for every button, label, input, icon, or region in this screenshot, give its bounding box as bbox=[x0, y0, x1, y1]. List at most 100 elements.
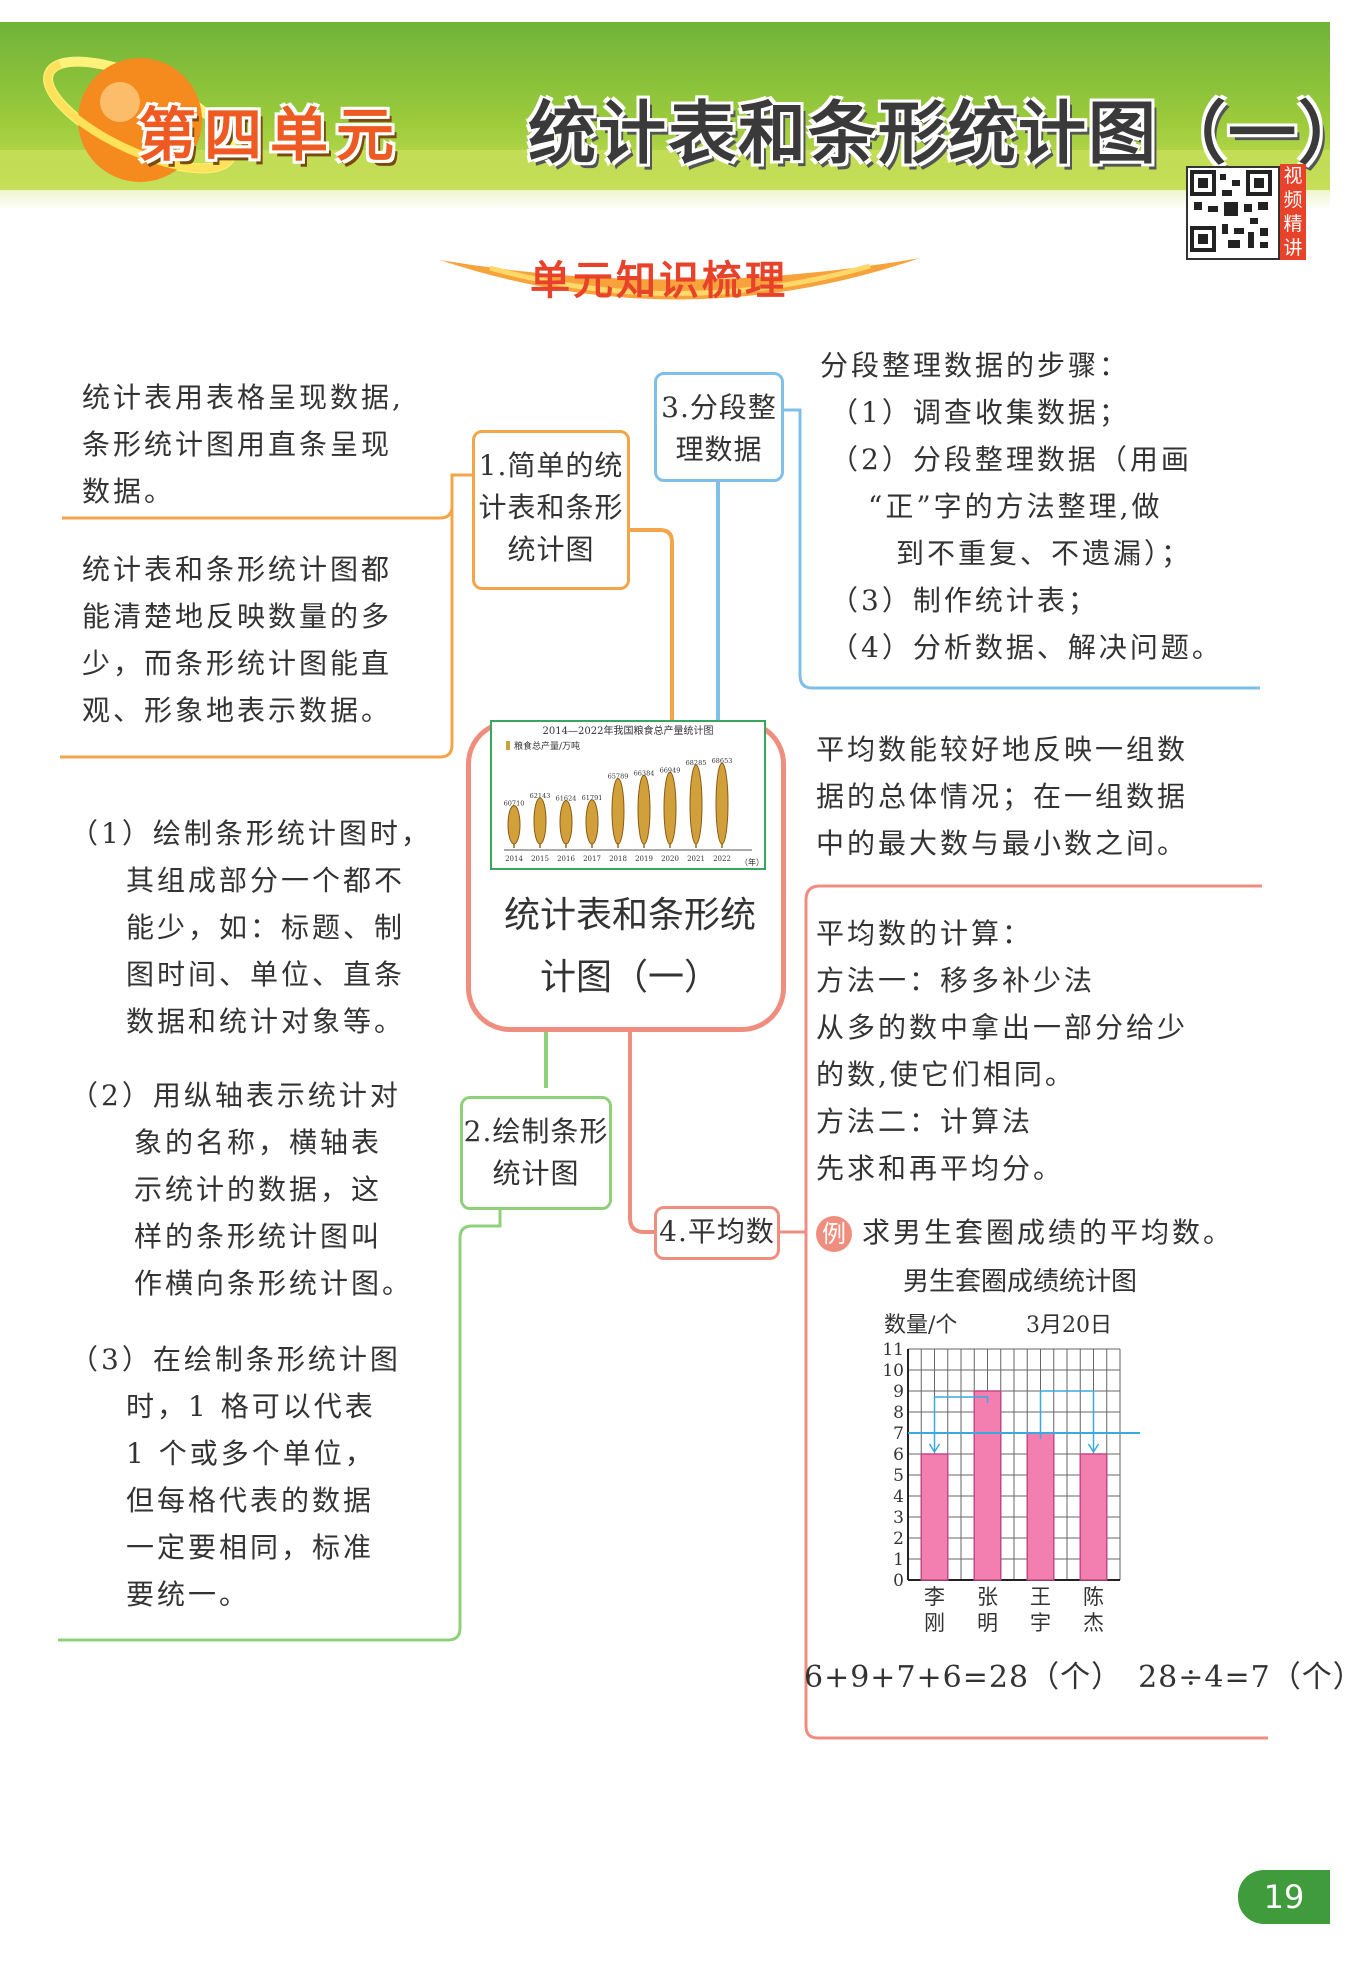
x-tick-label: 杰 bbox=[1083, 1611, 1104, 1635]
grain-value-label: 65789 bbox=[608, 772, 629, 780]
branch-3-label: 3.分段整理数据 bbox=[661, 391, 777, 466]
n6-line: （1）调查收集数据； bbox=[830, 396, 1130, 429]
n6-line: “正”字的方法整理,做 bbox=[868, 490, 1163, 523]
x-tick-label: 张 bbox=[977, 1585, 998, 1609]
n3-line: 图时间、单位、直条 bbox=[126, 958, 406, 991]
n8-line: 先求和再平均分。 bbox=[816, 1152, 1065, 1185]
score-bar bbox=[920, 1453, 949, 1581]
score-chart-title: 男生套圈成绩统计图 bbox=[903, 1267, 1137, 1297]
n4-line: 作横向条形统计图。 bbox=[134, 1267, 414, 1300]
n4-line: （2）用纵轴表示统计对 bbox=[70, 1079, 401, 1112]
note-6: 分段整理数据的步骤： （1）调查收集数据； （2）分段整理数据（用画 “正”字的方法整… bbox=[820, 342, 1280, 671]
n5-line: 要统一。 bbox=[126, 1578, 251, 1611]
y-tick-label: 8 bbox=[893, 1403, 904, 1423]
n8-line: 平均数的计算： bbox=[816, 917, 1034, 950]
grain-value-label: 62143 bbox=[530, 792, 551, 800]
grain-year-label: 2014 bbox=[505, 855, 523, 863]
branch-4-label: 4.平均数 bbox=[659, 1215, 775, 1248]
n4-line: 样的条形统计图叫 bbox=[134, 1220, 383, 1253]
grain-bar bbox=[689, 764, 703, 845]
note-2: 统计表和条形统计图都能清楚地反映数量的多少，而条形统计图能直观、形象地表示数据。 bbox=[82, 546, 442, 734]
grain-bar bbox=[637, 774, 651, 845]
grain-bar bbox=[585, 799, 599, 845]
grain-year-label: 2015 bbox=[531, 855, 549, 863]
y-tick-label: 9 bbox=[893, 1382, 904, 1402]
grain-value-label: 66384 bbox=[634, 769, 655, 777]
grain-bar bbox=[559, 800, 573, 845]
n3-line: 数据和统计对象等。 bbox=[126, 1005, 406, 1038]
score-bar bbox=[973, 1390, 1002, 1581]
n8-line: 方法二：计算法 bbox=[816, 1105, 1034, 1138]
branch-1-box[interactable]: 1.简单的统计表和条形统计图 bbox=[472, 430, 630, 590]
n6-line: 到不重复、不遗漏）； bbox=[896, 537, 1193, 570]
n5-line: 1 个或多个单位， bbox=[126, 1437, 376, 1470]
page-number: 19 bbox=[1238, 1870, 1330, 1924]
n5-line: 但每格代表的数据 bbox=[126, 1484, 375, 1517]
grain-year-label: 2017 bbox=[583, 855, 601, 863]
grain-year-label: 2022 bbox=[713, 855, 731, 863]
n7-line: 中的最大数与最小数之间。 bbox=[816, 827, 1189, 860]
n3-line: （1）绘制条形统计图时， bbox=[70, 817, 432, 850]
grain-bar bbox=[715, 762, 729, 845]
branch-4-box[interactable]: 4.平均数 bbox=[654, 1206, 780, 1260]
n7-line: 据的总体情况；在一组数据 bbox=[816, 780, 1189, 813]
x-tick-label: 明 bbox=[977, 1611, 998, 1635]
grain-chart-title: 2014—2022年我国粮食总产量统计图 bbox=[543, 724, 714, 737]
grain-year-label: 2019 bbox=[635, 855, 653, 863]
y-tick-label: 7 bbox=[893, 1424, 904, 1444]
n6-line: （2）分段整理数据（用画 bbox=[830, 443, 1192, 476]
n8-line: 从多的数中拿出一部分给少 bbox=[816, 1011, 1189, 1044]
example-text: 求男生套圈成绩的平均数。 bbox=[862, 1216, 1235, 1249]
y-tick-label: 11 bbox=[882, 1340, 904, 1360]
branch-3-box[interactable]: 3.分段整理数据 bbox=[654, 372, 784, 482]
n5-line: 一定要相同，标准 bbox=[126, 1531, 375, 1564]
n6-line: 分段整理数据的步骤： bbox=[820, 349, 1131, 382]
y-tick-label: 3 bbox=[893, 1508, 904, 1528]
n4-line: 示统计的数据，这 bbox=[134, 1173, 383, 1206]
unit-title: 第四单元 bbox=[138, 101, 403, 169]
y-tick-label: 1 bbox=[893, 1550, 904, 1570]
n1-line: 统计表用表格呈现数据, bbox=[82, 381, 404, 414]
grain-chart-legend: 粮食总产量/万吨 bbox=[514, 740, 580, 752]
grain-year-label: 2021 bbox=[687, 855, 705, 863]
arrow-head-icon bbox=[928, 1443, 941, 1454]
section-title: 单元知识梳理 bbox=[530, 258, 788, 304]
y-tick-label: 10 bbox=[882, 1361, 904, 1381]
y-tick-label: 6 bbox=[893, 1445, 904, 1465]
note-4: （2）用纵轴表示统计对象的名称，横轴表示统计的数据，这样的条形统计图叫作横向条形… bbox=[70, 1072, 450, 1307]
grain-value-label: 68653 bbox=[712, 757, 733, 765]
y-tick-label: 2 bbox=[893, 1529, 904, 1549]
grain-year-label: 2020 bbox=[661, 855, 679, 863]
transfer-arrow bbox=[933, 1396, 989, 1450]
y-tick-label: 4 bbox=[893, 1487, 904, 1507]
x-tick-label: 李 bbox=[924, 1585, 945, 1609]
center-title: 统计表和条形统计图（一） bbox=[503, 895, 756, 998]
n2-line: 观、形象地表示数据。 bbox=[82, 694, 393, 727]
n3-line: 其组成部分一个都不 bbox=[126, 864, 406, 897]
score-bar bbox=[1026, 1432, 1055, 1581]
note-5: （3）在绘制条形统计图时，1 格可以代表 1 个或多个单位， 但每格代表的数据一定要… bbox=[70, 1336, 450, 1618]
branch-2-label: 2.绘制条形统计图 bbox=[463, 1115, 609, 1190]
n1-line: 数据。 bbox=[82, 475, 176, 508]
y-tick-label: 0 bbox=[893, 1571, 904, 1591]
n8-line: 方法一：移多补少法 bbox=[816, 964, 1096, 997]
arrow-head-icon bbox=[1087, 1443, 1100, 1454]
n5-line: （3）在绘制条形统计图 bbox=[70, 1343, 401, 1376]
note-3: （1）绘制条形统计图时，其组成部分一个都不能少，如：标题、制图时间、单位、直条数… bbox=[70, 810, 450, 1045]
grain-year-label: 2016 bbox=[557, 855, 575, 863]
note-7: 平均数能较好地反映一组数据的总体情况；在一组数据中的最大数与最小数之间。 bbox=[816, 726, 1286, 867]
qr-label: 视频精讲 bbox=[1280, 164, 1306, 260]
n6-line: （4）分析数据、解决问题。 bbox=[830, 631, 1223, 664]
n5-line: 时，1 格可以代表 bbox=[126, 1390, 376, 1423]
branch-2-box[interactable]: 2.绘制条形统计图 bbox=[460, 1096, 612, 1210]
branch-1-label: 1.简单的统计表和条形统计图 bbox=[478, 449, 624, 566]
n6-line: （3）制作统计表； bbox=[830, 584, 1099, 617]
qr-code-icon[interactable] bbox=[1186, 166, 1280, 260]
grain-value-label: 61791 bbox=[582, 794, 603, 802]
grain-bar bbox=[611, 777, 625, 845]
x-tick-label: 宇 bbox=[1030, 1611, 1051, 1635]
grain-value-label: 60710 bbox=[504, 800, 525, 808]
grain-chart-xunit: （年） bbox=[740, 857, 764, 867]
example-formula: 6+9+7+6=28（个） 28÷4=7（个） bbox=[804, 1660, 1350, 1695]
